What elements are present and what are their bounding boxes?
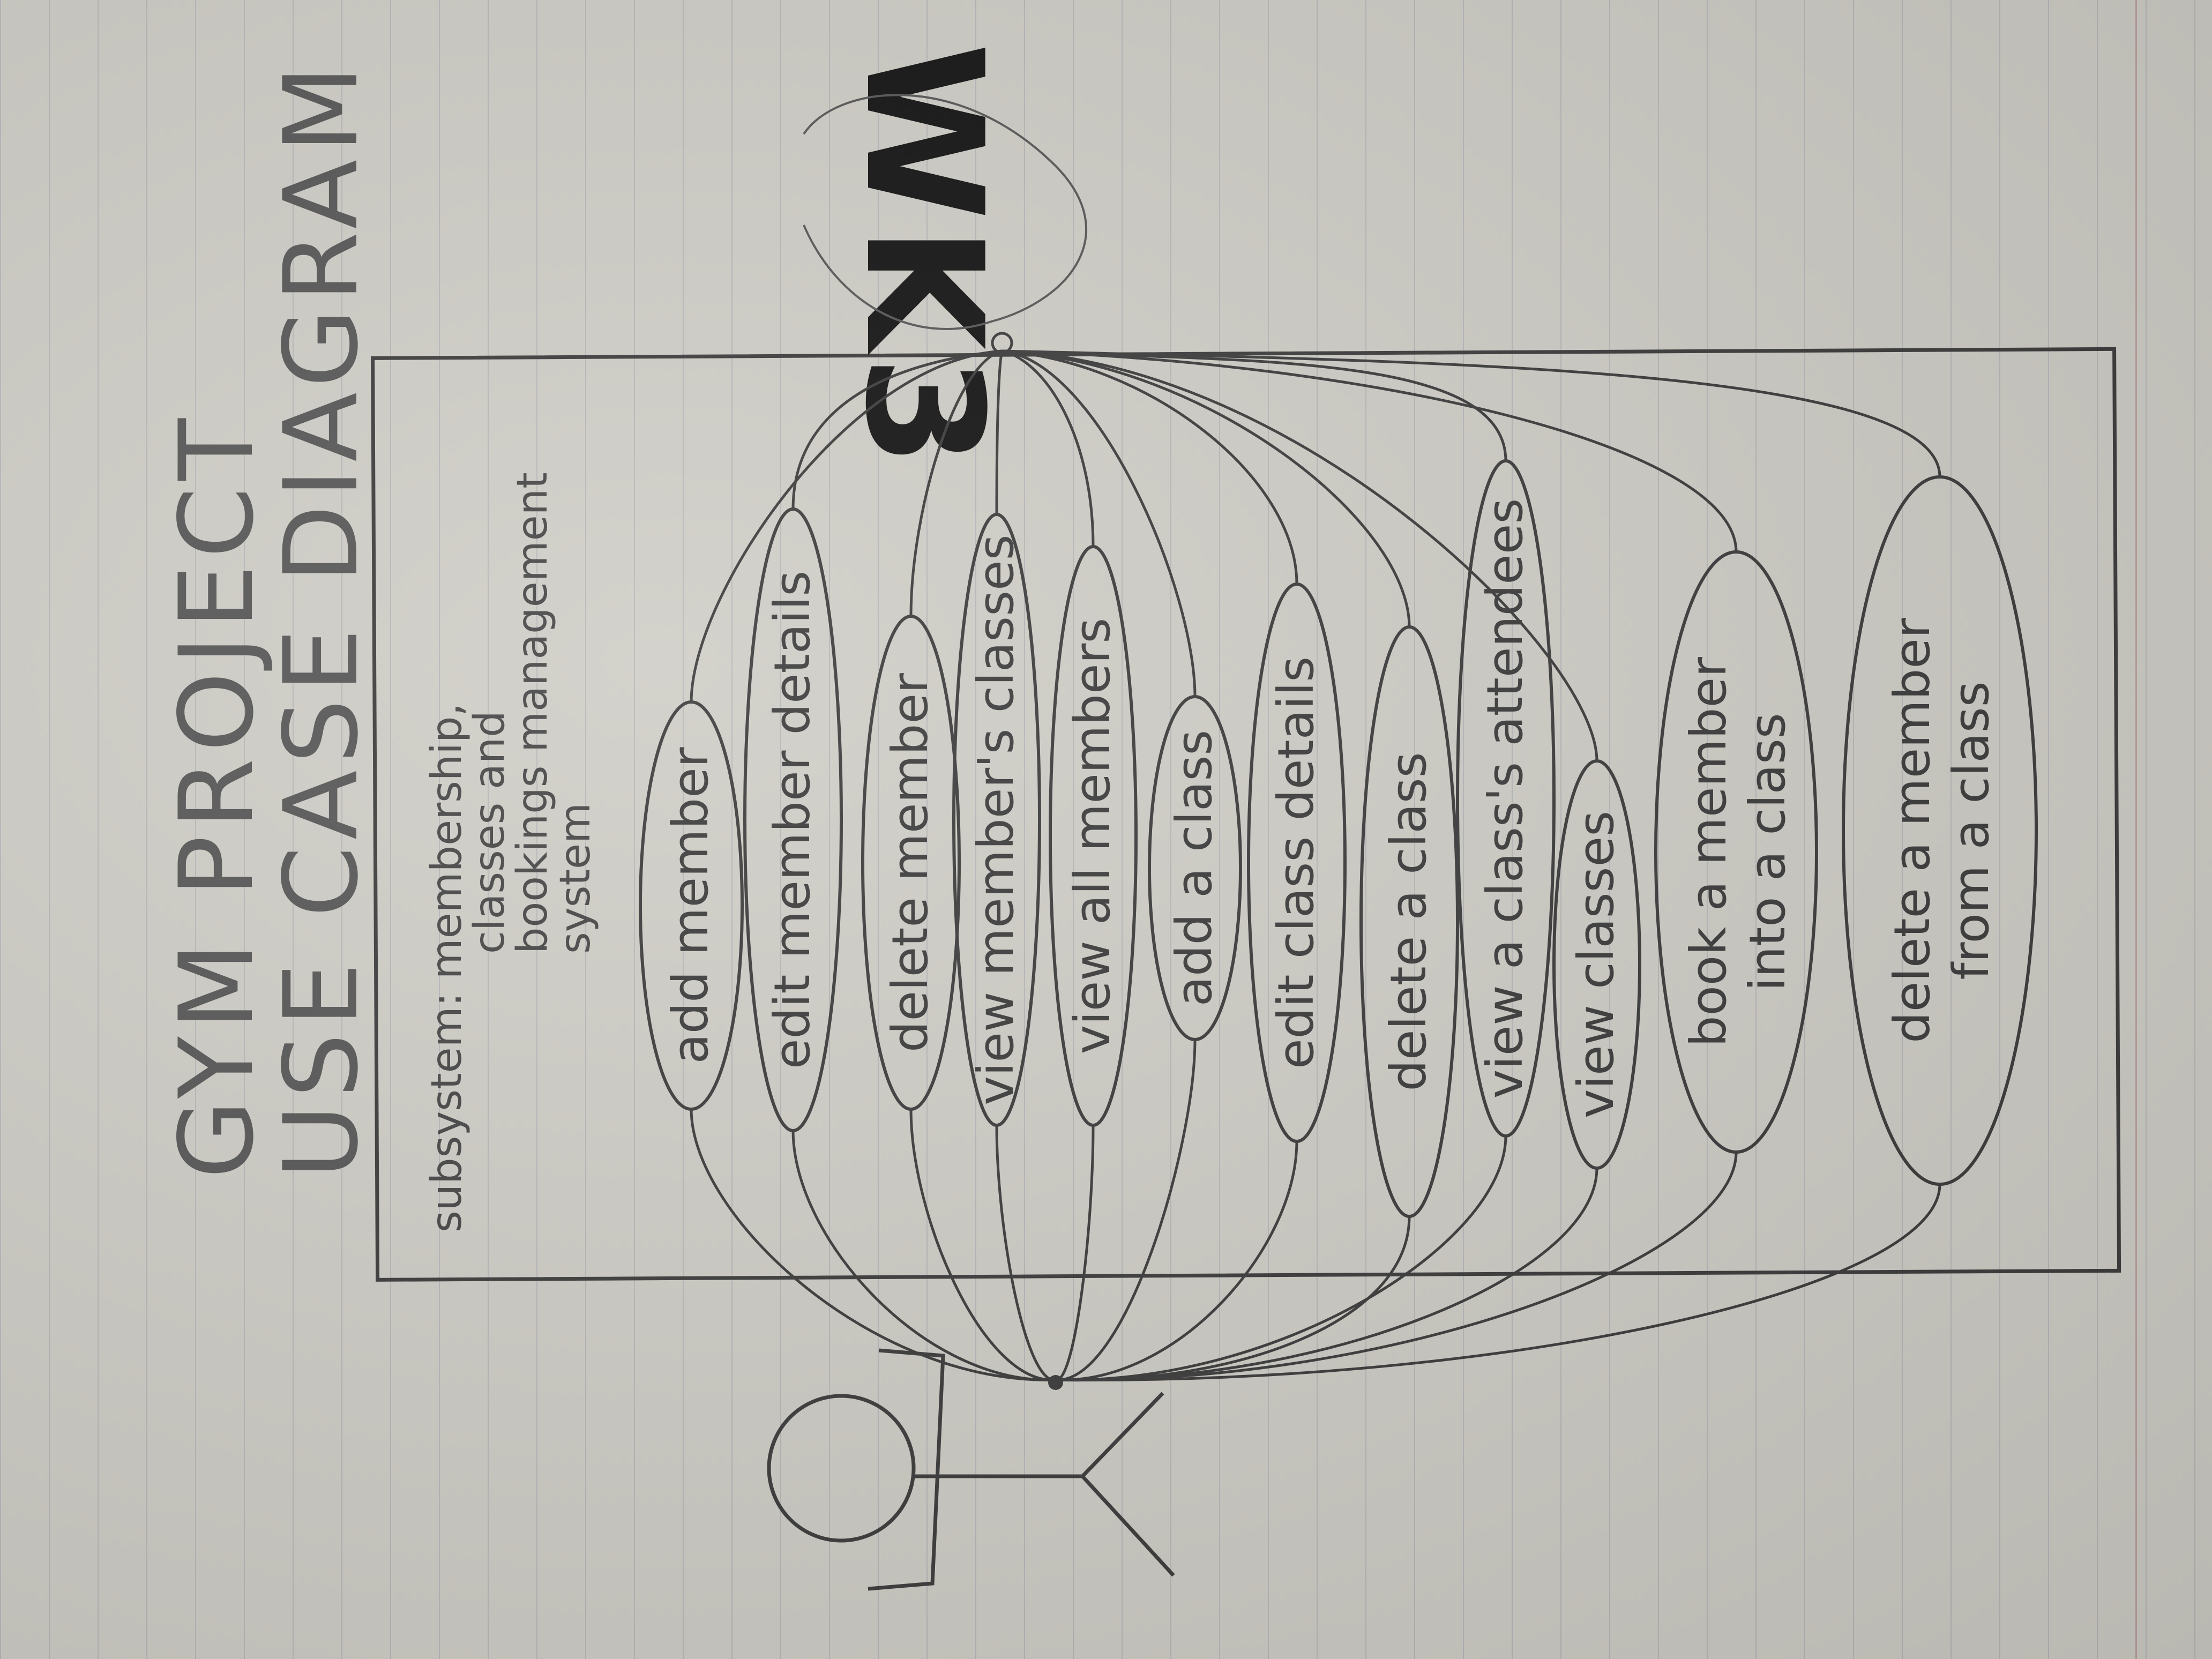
subsystem-line-4: system	[551, 803, 600, 954]
use-case-label: book a memberinto a class	[1680, 657, 1796, 1047]
actor-figure	[767, 1348, 1175, 1591]
use-case-label: add member	[662, 747, 719, 1064]
use-case-label-line-1: add member	[662, 747, 719, 1064]
association-line-top	[791, 349, 1003, 510]
use-case-label: delete a memberfrom a class	[1884, 618, 2000, 1043]
week-mark: WK3	[830, 43, 1017, 473]
title-group: GYM PROJECT USE CASE DIAGRAM	[158, 59, 380, 1179]
use-case-ellipse	[1247, 582, 1347, 1143]
association-line-top	[1002, 349, 1298, 585]
association-line-top	[1002, 349, 1411, 627]
use-case-label: edit member details	[764, 571, 821, 1069]
use-case-label-line-1: edit member details	[764, 571, 821, 1069]
association-line-bottom	[1055, 1135, 1507, 1381]
use-case-group: add member edit member details delete memb…	[639, 459, 2038, 1218]
association-line-bottom	[1055, 1168, 1598, 1381]
use-case-label: view all members	[1064, 618, 1121, 1054]
association-line-top	[1002, 349, 1095, 547]
use-case-ellipse	[639, 700, 744, 1111]
use-case-label: delete member	[881, 673, 939, 1052]
actor-head	[767, 1394, 916, 1543]
use-case-label: add a class	[1165, 730, 1223, 1006]
association-line-top	[1002, 349, 1507, 461]
week-mark-text: WK3	[830, 43, 1017, 473]
association-line-bottom	[1055, 1125, 1095, 1381]
use-case-label-line-1: delete member	[881, 673, 939, 1052]
association-line-bottom	[1055, 1152, 1738, 1381]
use-case-ellipse	[1654, 550, 1818, 1154]
use-case-label: view member's classes	[967, 534, 1025, 1105]
subsystem-label: subsystem: membership, classes and booki…	[423, 472, 600, 1232]
use-case-ellipse	[1552, 759, 1641, 1170]
title-line-2: USE CASE DIAGRAM	[262, 59, 380, 1179]
association-lines	[690, 349, 1941, 1382]
margin-line	[2135, 0, 2137, 1659]
use-case-ellipse	[1456, 459, 1556, 1138]
association-line-bottom	[1055, 1184, 1941, 1381]
use-case-label-line-1: book a member	[1680, 657, 1737, 1047]
top-actor-hub	[991, 332, 1013, 354]
use-case-label-line-1: edit class details	[1267, 656, 1325, 1069]
use-case-label-line-1: view a class's attendees	[1476, 498, 1534, 1099]
use-case-ellipse	[1049, 545, 1138, 1127]
use-case-label-line-1: delete a member	[1884, 618, 1941, 1043]
association-line-bottom	[791, 1130, 1056, 1381]
association-line-bottom	[1055, 1039, 1197, 1381]
association-line-top	[995, 350, 1004, 515]
use-case-label: view classes	[1567, 811, 1625, 1118]
use-case-label-line-1: add a class	[1165, 730, 1223, 1006]
association-line-bottom	[1055, 1141, 1298, 1381]
actor-leg-left	[1081, 1392, 1164, 1478]
association-line-bottom	[909, 1109, 1056, 1381]
association-line-bottom	[995, 1125, 1056, 1381]
use-case-ellipse	[861, 615, 961, 1111]
use-case-label-line-1: view classes	[1567, 811, 1625, 1118]
use-case-label-line-1: view member's classes	[967, 534, 1025, 1105]
subsystem-line-1: subsystem: membership,	[423, 703, 471, 1232]
week-mark-outline	[803, 94, 1087, 330]
use-case-ellipse	[743, 507, 843, 1132]
association-line-top	[909, 349, 1003, 617]
use-case-label-line-1: delete a class	[1380, 752, 1437, 1091]
use-case-label: view a class's attendees	[1476, 498, 1534, 1099]
use-case-ellipse	[1359, 625, 1459, 1218]
use-case-label-line-2: into a class	[1739, 713, 1796, 991]
association-line-top	[1002, 349, 1598, 761]
use-case-ellipse	[1842, 475, 2038, 1186]
subsystem-line-3: bookings management	[509, 472, 557, 954]
system-boundary	[371, 347, 2121, 1282]
use-case-label-line-2: from a class	[1942, 681, 2000, 980]
title-line-1: GYM PROJECT	[158, 412, 276, 1179]
bottom-actor-hub	[1048, 1375, 1063, 1390]
actor-arms	[868, 1348, 945, 1591]
use-case-label: edit class details	[1267, 656, 1325, 1069]
use-case-ellipse	[1148, 695, 1242, 1041]
subsystem-line-2: classes and	[466, 711, 514, 954]
association-line-top	[1002, 349, 1197, 697]
association-line-top	[1002, 349, 1738, 552]
association-line-top	[1002, 349, 1941, 477]
actor-leg-right	[1081, 1475, 1175, 1577]
use-case-label: delete a class	[1380, 752, 1437, 1091]
use-case-label-line-1: view all members	[1064, 618, 1121, 1054]
association-line-bottom	[690, 1109, 1056, 1381]
use-case-ellipse	[952, 513, 1041, 1127]
association-line-top	[690, 349, 1003, 703]
